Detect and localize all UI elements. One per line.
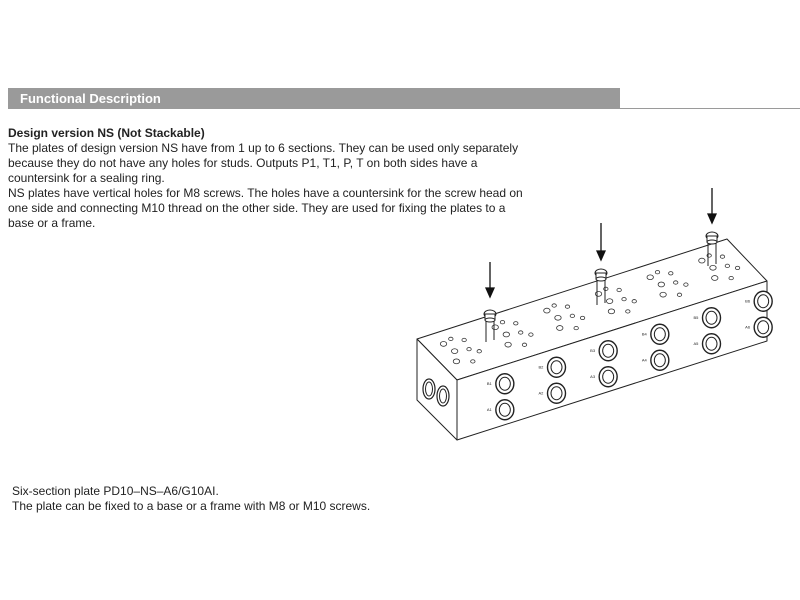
- front-ports: [495, 290, 773, 421]
- arrow-down-icon: [595, 250, 607, 262]
- top-hole: [603, 286, 609, 291]
- port-label-b: B1: [487, 381, 493, 386]
- top-hole: [543, 307, 551, 314]
- screw-arrows: [484, 188, 718, 299]
- port-label-a: A1: [487, 407, 493, 412]
- top-hole: [579, 315, 586, 321]
- port-label-a: A5: [694, 341, 700, 346]
- top-hole: [528, 332, 534, 337]
- description-content: Design version NS (Not Stackable) The pl…: [8, 126, 528, 231]
- top-hole: [683, 282, 689, 287]
- top-hole: [606, 298, 614, 304]
- port-label-a: A6: [745, 324, 751, 329]
- figure-caption: Six-section plate PD10–NS–A6/G10AI. The …: [12, 484, 532, 514]
- port-label-a: A2: [539, 390, 545, 395]
- top-hole: [491, 324, 499, 331]
- port-label-b: B6: [745, 298, 751, 303]
- top-hole: [631, 299, 637, 304]
- port-label-b: B3: [590, 348, 596, 353]
- port-label-a: A4: [642, 357, 648, 362]
- top-hole: [625, 309, 631, 314]
- top-hole: [709, 264, 717, 271]
- top-hole: [461, 337, 467, 343]
- port-label-a: A3: [590, 374, 596, 379]
- top-hole: [513, 321, 519, 326]
- top-hole: [621, 297, 627, 302]
- top-hole: [728, 275, 734, 281]
- port-inner: [602, 369, 615, 384]
- top-hole: [657, 281, 665, 288]
- top-hole: [654, 270, 661, 275]
- top-hole: [521, 342, 528, 347]
- section-header: Functional Description: [8, 88, 620, 109]
- top-hole: [504, 341, 512, 348]
- mounting-screws: [483, 231, 719, 342]
- top-hole: [451, 348, 459, 354]
- caption-line-1: Six-section plate PD10–NS–A6/G10AI.: [12, 484, 219, 498]
- top-hole: [551, 303, 557, 308]
- top-hole: [556, 325, 564, 331]
- side-ports: [422, 378, 450, 407]
- top-hole: [719, 254, 726, 259]
- port-inner: [757, 294, 770, 309]
- port-inner: [705, 310, 718, 325]
- top-hole: [499, 320, 506, 325]
- top-hole: [673, 280, 679, 285]
- top-hole: [554, 314, 562, 321]
- port-inner: [653, 353, 666, 368]
- top-hole: [594, 291, 603, 297]
- screw-2: [594, 268, 608, 305]
- port-label-b: B4: [642, 331, 648, 336]
- port-inner: [705, 336, 718, 351]
- arrow-down-icon: [706, 213, 718, 225]
- arrow-down-icon: [484, 287, 496, 299]
- port-inner: [757, 320, 770, 335]
- port-inner: [550, 360, 563, 375]
- screw-3: [705, 231, 719, 266]
- top-hole: [724, 263, 730, 268]
- top-hole: [607, 308, 616, 315]
- top-hole: [616, 287, 622, 293]
- top-hole: [668, 271, 674, 276]
- section-divider: [620, 108, 800, 109]
- screw-1: [483, 309, 497, 342]
- top-hole: [573, 325, 579, 331]
- description-paragraph-1: The plates of design version NS have fro…: [8, 141, 519, 185]
- top-hole: [734, 265, 741, 271]
- top-hole: [676, 292, 683, 297]
- top-hole: [502, 331, 510, 338]
- top-hole: [466, 347, 472, 352]
- top-hole: [711, 275, 719, 281]
- port-inner: [653, 327, 666, 342]
- top-hole: [698, 257, 706, 264]
- port-inner: [498, 376, 511, 391]
- top-hole: [518, 330, 524, 335]
- top-hole: [476, 349, 482, 354]
- top-hole: [659, 291, 667, 298]
- design-version-heading: Design version NS (Not Stackable): [8, 126, 205, 140]
- top-hole: [569, 313, 575, 318]
- section-title: Functional Description: [20, 91, 161, 106]
- port-label-b: B2: [539, 364, 545, 369]
- port-inner: [550, 386, 563, 401]
- port-inner: [602, 343, 615, 358]
- description-paragraph-2: NS plates have vertical holes for M8 scr…: [8, 186, 523, 230]
- top-hole: [439, 341, 448, 347]
- port-label-b: B5: [694, 315, 700, 320]
- top-hole: [448, 336, 454, 341]
- top-hole: [646, 274, 654, 281]
- caption-line-2: The plate can be fixed to a base or a fr…: [12, 499, 371, 513]
- port-inner: [498, 402, 511, 417]
- top-hole: [452, 358, 461, 365]
- top-hole: [564, 304, 571, 309]
- top-hole: [470, 359, 476, 364]
